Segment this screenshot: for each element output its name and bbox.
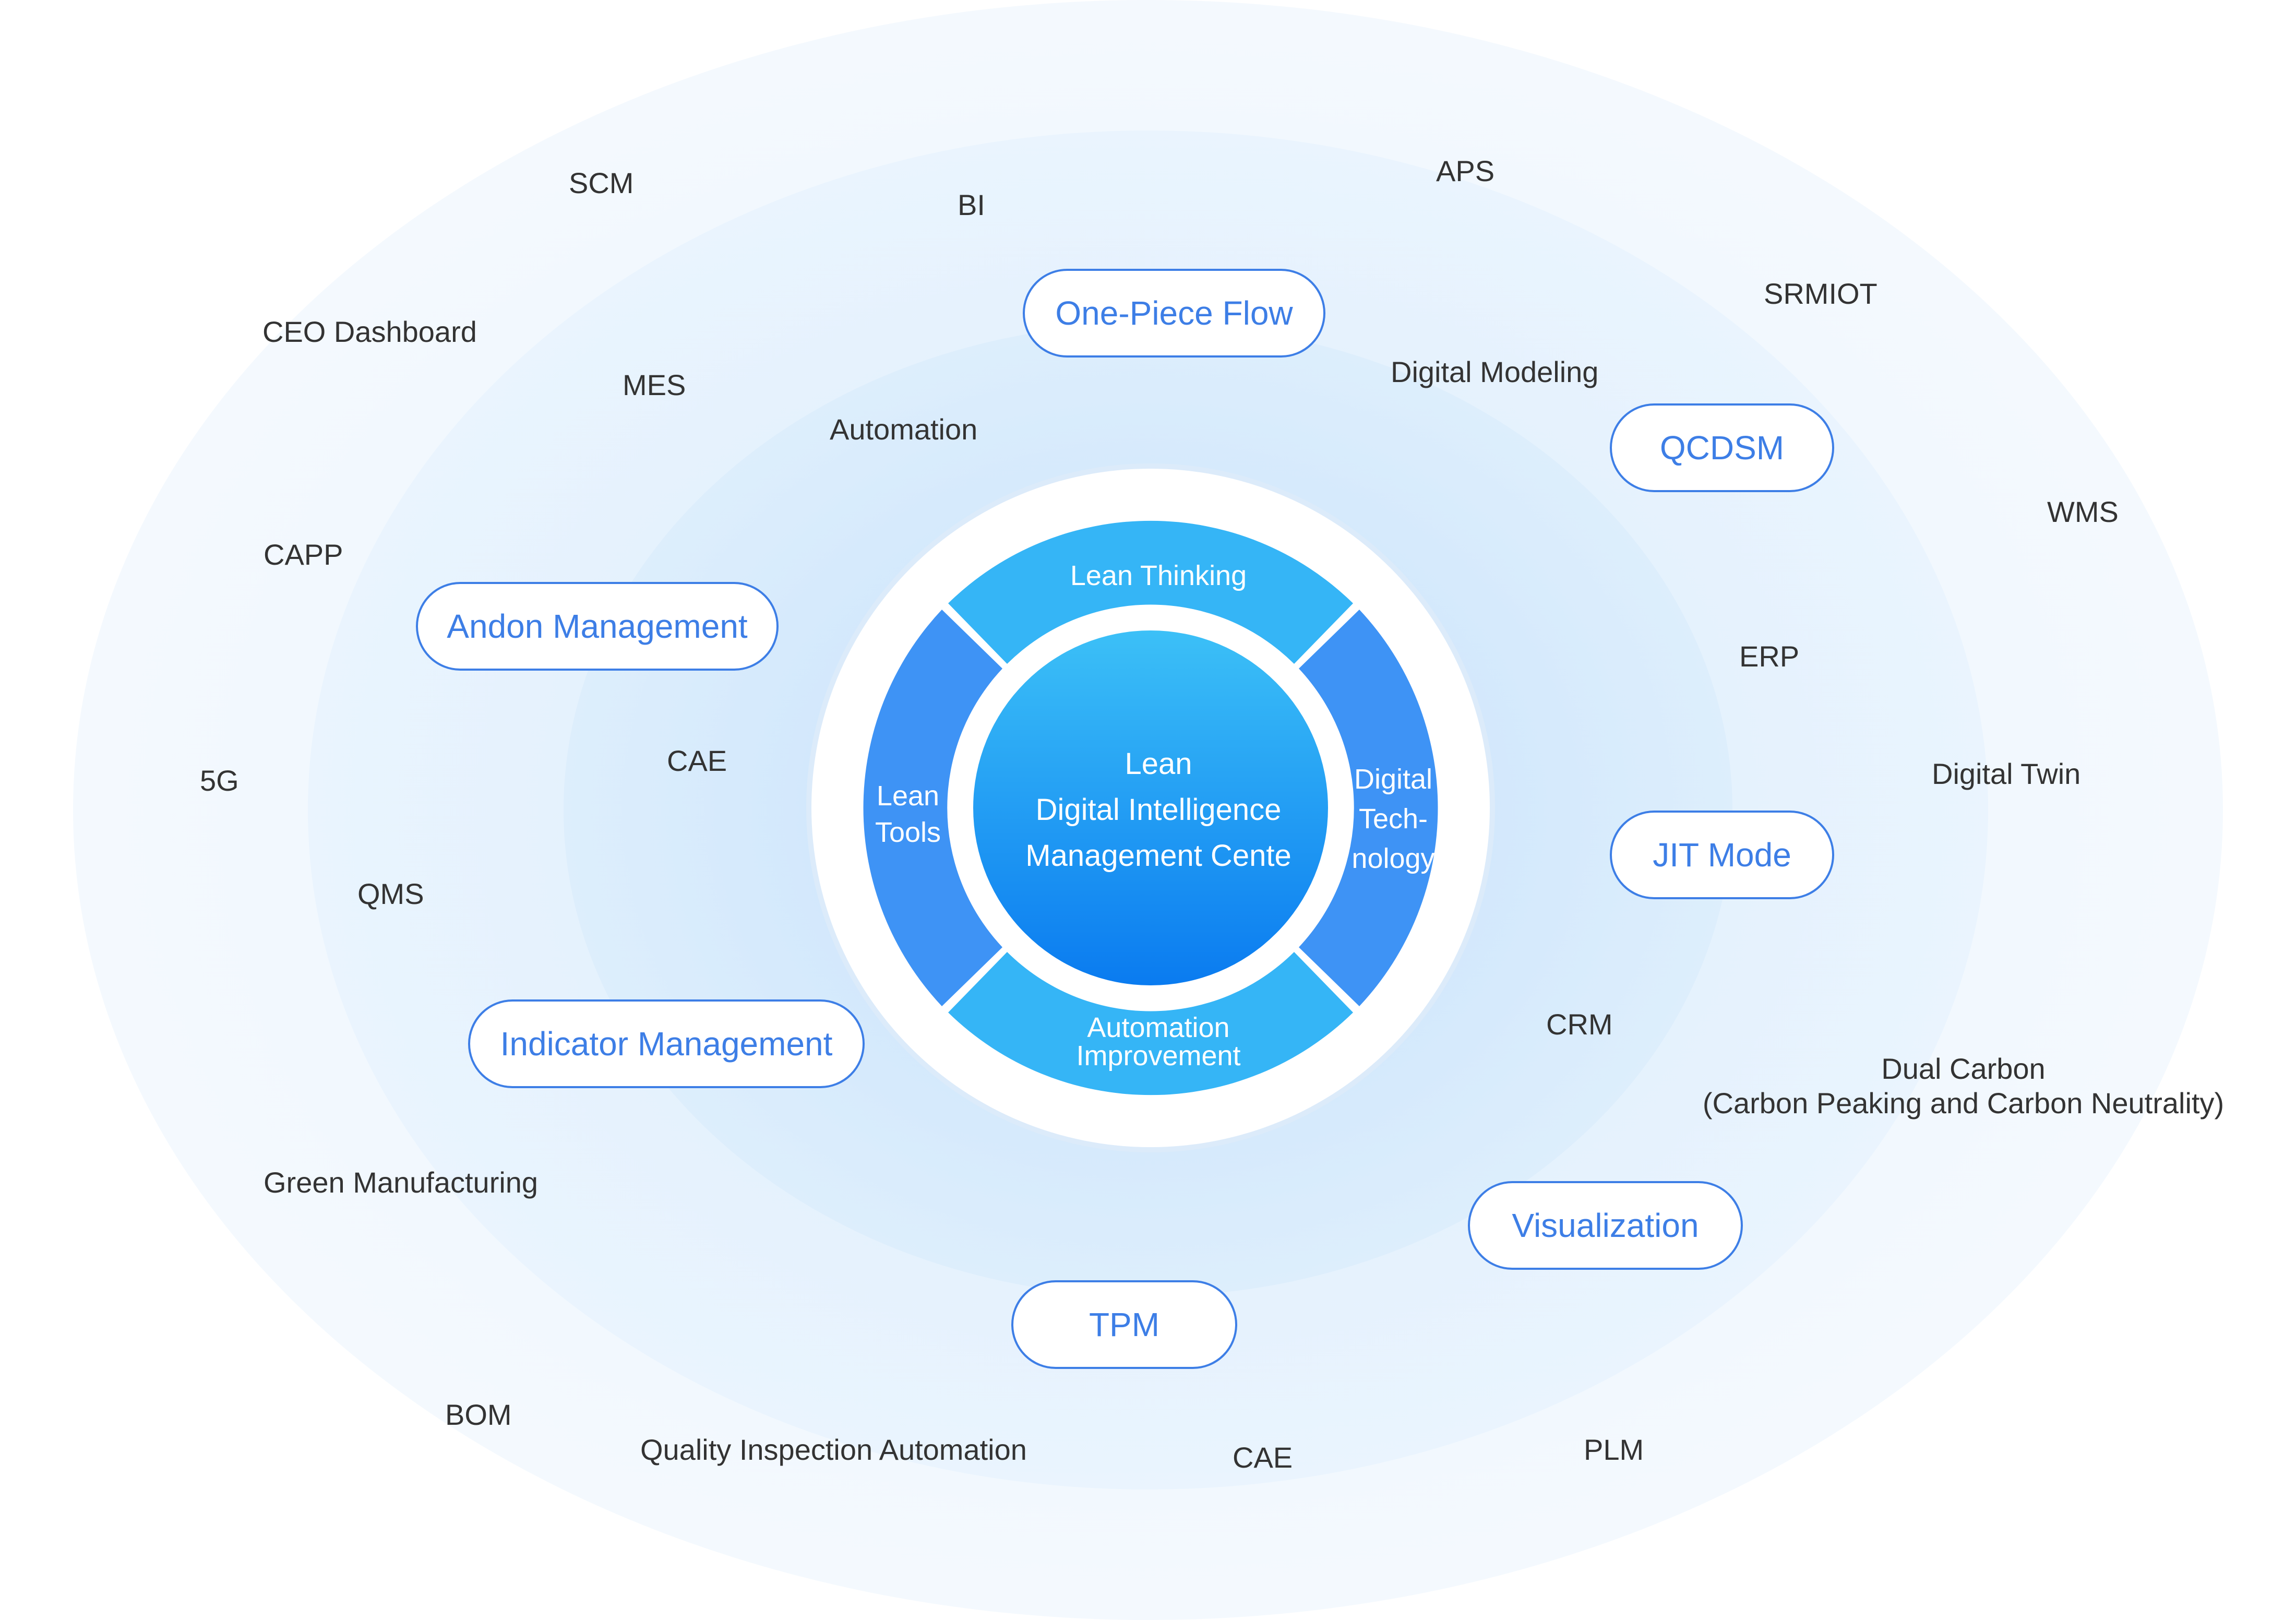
pill-indicator-management[interactable]: Indicator Management <box>468 999 865 1088</box>
label-scm: SCM <box>569 166 634 199</box>
segment-label-lean-tools-line1: Lean <box>876 780 940 812</box>
segment-label-lean-tools: Lean Tools <box>856 778 960 851</box>
label-erp: ERP <box>1739 640 1800 673</box>
segment-label-digital-technology: Digital Tech- nology <box>1341 759 1445 878</box>
segment-label-automation-improvement: Automation Improvement <box>1023 1014 1294 1070</box>
center-title-line2: Digital Intelligence <box>1035 793 1282 827</box>
label-automation: Automation <box>830 413 978 446</box>
label-digital-modeling: Digital Modeling <box>1391 355 1599 388</box>
center-title-line3: Management Cente <box>1025 839 1292 873</box>
segment-label-digital-technology-line1: Digital <box>1354 764 1433 795</box>
core-wheel <box>863 520 1438 1095</box>
label-cae-left: CAE <box>667 744 727 777</box>
segment-digital-technology[interactable] <box>1299 610 1438 1006</box>
label-quality-inspection-automation: Quality Inspection Automation <box>640 1433 1027 1466</box>
label-wms: WMS <box>2047 495 2119 528</box>
label-dual-carbon-line2: (Carbon Peaking and Carbon Neutrality) <box>1702 1087 2225 1119</box>
label-digital-twin: Digital Twin <box>1932 757 2081 790</box>
label-green-manufacturing: Green Manufacturing <box>264 1166 539 1199</box>
segment-lean-tools[interactable] <box>863 610 1002 1006</box>
segment-label-automation-improvement-line2: Improvement <box>1076 1040 1241 1071</box>
label-capp: CAPP <box>264 538 343 571</box>
segment-label-lean-thinking: Lean Thinking <box>1070 560 1247 591</box>
label-qms: QMS <box>357 877 424 910</box>
label-bi: BI <box>958 188 985 221</box>
pill-one-piece-flow[interactable]: One-Piece Flow <box>1023 269 1325 358</box>
pill-jit-mode[interactable]: JIT Mode <box>1610 811 1834 899</box>
center-title: Lean Digital Intelligence Management Cen… <box>981 741 1336 879</box>
center-title-line1: Lean <box>1125 747 1192 781</box>
label-ceo-dashboard: CEO Dashboard <box>262 315 477 348</box>
pill-qcdsm[interactable]: QCDSM <box>1610 403 1834 492</box>
pill-visualization[interactable]: Visualization <box>1468 1181 1743 1270</box>
pill-tpm[interactable]: TPM <box>1011 1280 1237 1369</box>
label-dual-carbon: Dual Carbon (Carbon Peaking and Carbon N… <box>1688 1052 2239 1121</box>
label-plm: PLM <box>1584 1433 1644 1466</box>
label-crm: CRM <box>1546 1008 1613 1041</box>
segment-label-automation-improvement-line1: Automation <box>1087 1012 1230 1043</box>
label-bom: BOM <box>445 1398 512 1431</box>
label-5g: 5G <box>200 764 239 797</box>
label-dual-carbon-line1: Dual Carbon <box>1881 1052 2046 1085</box>
segment-automation-improvement[interactable] <box>948 952 1353 1095</box>
label-aps: APS <box>1436 154 1495 187</box>
segment-label-lean-tools-line2: Tools <box>875 817 941 848</box>
segment-label-digital-technology-line3: nology <box>1352 843 1435 874</box>
label-mes: MES <box>623 368 686 401</box>
pill-andon-management[interactable]: Andon Management <box>416 582 779 671</box>
segment-label-digital-technology-line2: Tech- <box>1358 803 1428 835</box>
label-srmiot: SRMIOT <box>1764 277 1878 310</box>
center-circle[interactable] <box>973 630 1328 985</box>
segment-lean-thinking[interactable] <box>948 520 1353 664</box>
label-cae-bottom: CAE <box>1233 1441 1293 1474</box>
